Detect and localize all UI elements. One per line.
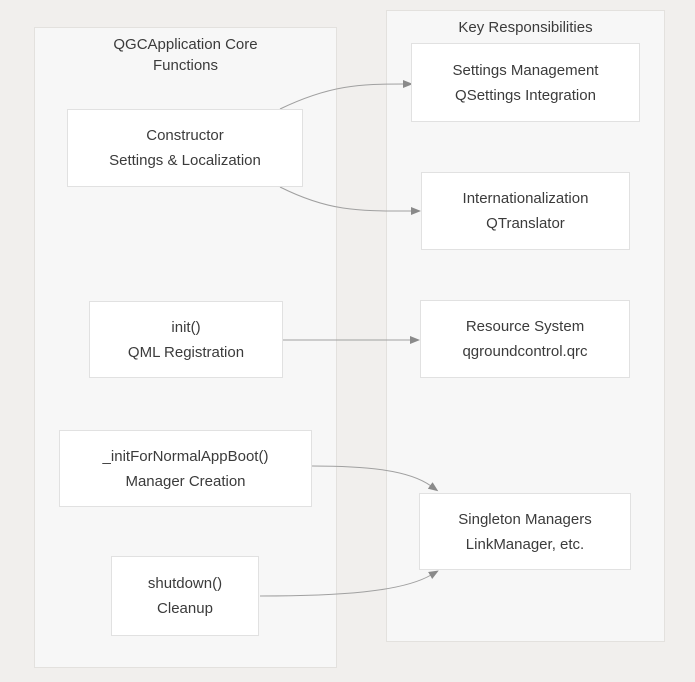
node-resource-system-line1: Resource System	[465, 318, 585, 335]
node-shutdown-line1: shutdown()	[147, 575, 223, 592]
node-settings-management: Settings Management QSettings Integratio…	[411, 43, 640, 122]
node-shutdown-line2: Cleanup	[157, 600, 213, 617]
node-singleton-managers-line1: Singleton Managers	[458, 510, 592, 528]
node-init-line2: QML Registration	[127, 343, 245, 361]
node-resource-system: Resource System qgroundcontrol.qrc	[420, 300, 630, 378]
node-internationalization-line2: QTranslator	[486, 215, 565, 232]
node-singleton-managers: Singleton Managers LinkManager, etc.	[419, 493, 631, 570]
node-init: init() QML Registration	[89, 301, 283, 378]
node-init-for-normal-app-boot-line1: _initForNormalAppBoot()	[102, 447, 269, 465]
node-constructor: Constructor Settings & Localization	[67, 109, 303, 187]
node-init-line1: init()	[171, 318, 201, 336]
node-constructor-line2: Settings & Localization	[109, 152, 261, 169]
group-title-qgc-core-functions: QGCApplication Core Functions	[113, 36, 258, 74]
node-init-for-normal-app-boot: _initForNormalAppBoot() Manager Creation	[59, 430, 312, 507]
node-singleton-managers-line2: LinkManager, etc.	[465, 535, 585, 553]
node-init-for-normal-app-boot-line2: Manager Creation	[125, 472, 246, 490]
group-title-key-responsibilities: Key Responsibilities	[458, 19, 593, 36]
node-settings-management-line2: QSettings Integration	[455, 86, 596, 104]
node-resource-system-line2: qgroundcontrol.qrc	[462, 343, 588, 360]
node-internationalization: Internationalization QTranslator	[421, 172, 630, 250]
node-constructor-line1: Constructor	[146, 127, 224, 144]
node-settings-management-line1: Settings Management	[452, 61, 599, 79]
node-internationalization-line1: Internationalization	[462, 190, 589, 207]
node-shutdown: shutdown() Cleanup	[111, 556, 259, 636]
